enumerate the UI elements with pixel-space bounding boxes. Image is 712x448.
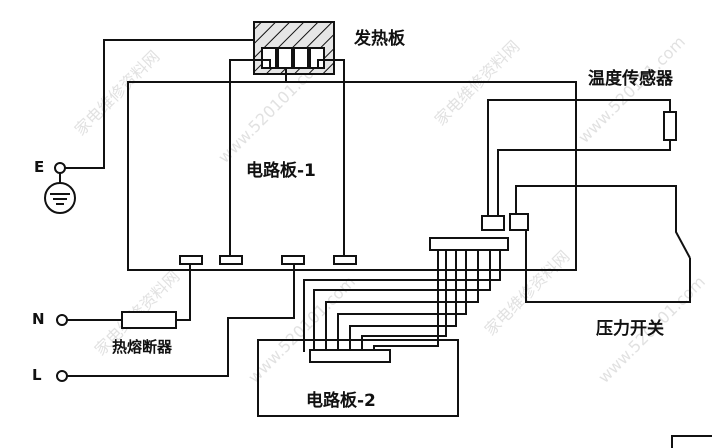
- temp-sensor-label: 温度传感器: [588, 69, 673, 89]
- pressure-switch-label: 压力开关: [596, 319, 664, 339]
- neutral-terminal: [56, 264, 191, 329]
- connector: [219, 255, 243, 265]
- heater-plate: [253, 21, 335, 75]
- terminal-e-label: E: [34, 158, 45, 176]
- wire: [317, 59, 345, 258]
- terminal-l-label: L: [32, 366, 42, 384]
- temperature-sensor: [481, 99, 677, 231]
- live-terminal: [56, 264, 295, 382]
- wire: [671, 435, 712, 448]
- circuit-board-2: [257, 339, 459, 417]
- board1-label: 电路板-1: [246, 161, 316, 181]
- board2-label: 电路板-2: [306, 391, 376, 411]
- wire: [229, 59, 271, 258]
- fuse-label: 热熔断器: [112, 338, 173, 356]
- terminal-n-label: N: [32, 310, 45, 328]
- thermal-fuse: [121, 311, 177, 329]
- connector: [179, 255, 203, 265]
- connector: [281, 255, 305, 265]
- board2-connector: [309, 349, 391, 363]
- connector: [333, 255, 357, 265]
- circuit-board-1: [127, 81, 577, 271]
- earth-terminal: [44, 39, 254, 214]
- heater-label: 发热板: [354, 29, 405, 49]
- ribbon-cable: [303, 237, 509, 352]
- pressure-switch: [509, 185, 691, 303]
